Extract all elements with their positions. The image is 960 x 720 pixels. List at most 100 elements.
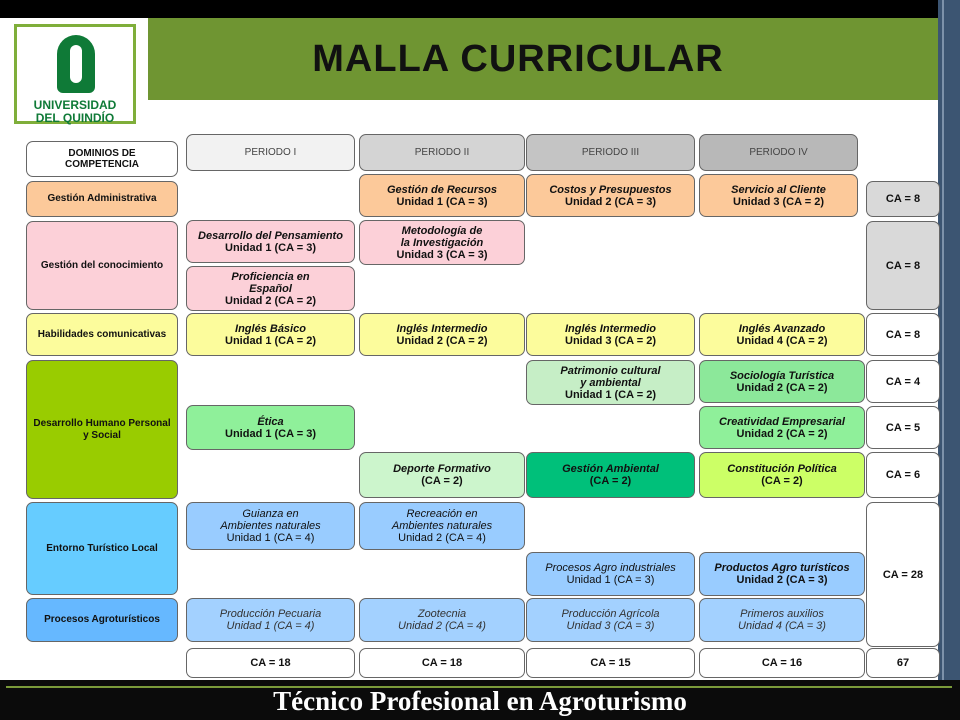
course-name: Productos Agro turísticos — [714, 562, 850, 574]
course-name: Producción Agrícola — [561, 608, 660, 620]
course-name-line2: Ambientes naturales — [220, 520, 321, 532]
dominio-procesos-agroturisticos: Procesos Agroturísticos — [26, 598, 178, 642]
course-unit: Unidad 1 (CA = 2) — [225, 334, 316, 347]
course-unit: Unidad 2 (CA = 2) — [736, 427, 828, 440]
course-zootecnia: Zootecnia Unidad 2 (CA = 4) — [359, 598, 525, 642]
dominio-gestion-conocimiento: Gestión del conocimiento — [26, 221, 178, 310]
course-name: Gestión Ambiental — [562, 463, 659, 475]
page-title: MALLA CURRICULAR — [312, 38, 724, 80]
course-proficiencia-espanol: Proficiencia en Español Unidad 2 (CA = 2… — [186, 266, 355, 311]
dominio-desarrollo-humano: Desarrollo Humano Personal y Social — [26, 360, 178, 499]
right-strip — [938, 0, 960, 690]
period-header-2: PERIODO II — [359, 134, 525, 171]
course-unit: Unidad 4 (CA = 3) — [738, 620, 826, 632]
course-name: Gestión de Recursos — [386, 183, 498, 196]
course-name-line2: Español — [249, 282, 292, 295]
logo-line2: DEL QUINDÍO — [35, 111, 115, 125]
course-name-line1: Guianza en — [242, 508, 299, 520]
footer-title: Técnico Profesional en Agroturismo — [273, 686, 687, 716]
course-recreacion: Recreación en Ambientes naturales Unidad… — [359, 502, 525, 550]
period-header-4: PERIODO IV — [699, 134, 858, 171]
course-unit: (CA = 2) — [589, 475, 632, 487]
dominio-entorno-turistico: Entorno Turístico Local — [26, 502, 178, 595]
course-guianza: Guianza en Ambientes naturales Unidad 1 … — [186, 502, 355, 550]
course-desarrollo-pensamiento: Desarrollo del Pensamiento Unidad 1 (CA … — [186, 220, 355, 263]
course-name-line1: Recreación en — [406, 508, 478, 520]
course-unit: Unidad 1 (CA = 4) — [226, 620, 315, 632]
course-name: Inglés Intermedio — [396, 322, 488, 335]
course-unit: Unidad 2 (CA = 3) — [736, 574, 828, 586]
course-name: Servicio al Cliente — [731, 183, 826, 196]
course-unit: Unidad 2 (CA = 4) — [398, 532, 486, 544]
course-name-line1: Patrimonio cultural — [560, 364, 661, 377]
course-unit: Unidad 2 (CA = 2) — [396, 334, 488, 347]
course-unit: Unidad 2 (CA = 2) — [736, 381, 828, 394]
course-name-line2: y ambiental — [580, 376, 641, 389]
course-ingles-basico: Inglés Básico Unidad 1 (CA = 2) — [186, 313, 355, 356]
logo-emblem — [57, 35, 95, 93]
course-unit: Unidad 2 (CA = 4) — [398, 620, 486, 632]
course-unit: Unidad 1 (CA = 3) — [225, 241, 316, 254]
course-name-line2: la Investigación — [400, 236, 484, 249]
course-name: Inglés Avanzado — [738, 322, 826, 335]
course-unit: Unidad 3 (CA = 3) — [566, 620, 655, 632]
course-unit: Unidad 1 (CA = 2) — [565, 388, 656, 401]
course-gestion-recursos: Gestión de Recursos Unidad 1 (CA = 3) — [359, 174, 525, 217]
dominio-gestion-administrativa: Gestión Administrativa — [26, 181, 178, 217]
course-productos-agro-turisticos: Productos Agro turísticos Unidad 2 (CA =… — [699, 552, 865, 596]
course-ingles-intermedio-2: Inglés Intermedio Unidad 2 (CA = 2) — [359, 313, 525, 356]
course-name: Inglés Intermedio — [564, 322, 657, 335]
course-deporte-formativo: Deporte Formativo (CA = 2) — [359, 452, 525, 498]
course-unit: Unidad 1 (CA = 3) — [566, 574, 655, 586]
row-total-humano-1: CA = 4 — [866, 360, 940, 403]
header-banner — [148, 18, 948, 100]
course-name: Deporte Formativo — [393, 463, 491, 475]
course-name: Producción Pecuaria — [219, 608, 322, 620]
course-unit: Unidad 4 (CA = 2) — [736, 334, 828, 347]
column-total-periodo-1: CA = 18 — [186, 648, 355, 678]
logo-line1: UNIVERSIDAD — [33, 98, 117, 112]
period-header-3: PERIODO III — [526, 134, 695, 171]
course-produccion-agricola: Producción Agrícola Unidad 3 (CA = 3) — [526, 598, 695, 642]
course-produccion-pecuaria: Producción Pecuaria Unidad 1 (CA = 4) — [186, 598, 355, 642]
course-unit: Unidad 2 (CA = 3) — [565, 195, 656, 208]
row-total-humano-2: CA = 5 — [866, 406, 940, 449]
course-name: Creatividad Empresarial — [719, 415, 845, 428]
course-unit: Unidad 2 (CA = 2) — [225, 294, 316, 307]
course-name: Costos y Presupuestos — [549, 183, 672, 196]
course-unit: (CA = 2) — [761, 475, 803, 487]
course-ingles-avanzado: Inglés Avanzado Unidad 4 (CA = 2) — [699, 313, 865, 356]
footer-divider — [6, 686, 952, 688]
dominios-header: DOMINIOS DE COMPETENCIA — [26, 141, 178, 177]
dominio-habilidades-comunicativas: Habilidades comunicativas — [26, 313, 178, 356]
course-name: Sociología Turística — [729, 369, 835, 382]
course-sociologia-turistica: Sociología Turística Unidad 2 (CA = 2) — [699, 360, 865, 403]
period-header-1: PERIODO I — [186, 134, 355, 171]
column-total-periodo-2: CA = 18 — [359, 648, 525, 678]
course-unit: Unidad 3 (CA = 2) — [733, 195, 824, 208]
course-primeros-auxilios: Primeros auxilios Unidad 4 (CA = 3) — [699, 598, 865, 642]
row-total-conocimiento: CA = 8 — [866, 221, 940, 310]
course-name-line1: Metodología de — [401, 224, 483, 237]
course-constitucion-politica: Constitución Política (CA = 2) — [699, 452, 865, 498]
course-name: Inglés Básico — [235, 322, 306, 335]
course-servicio-cliente: Servicio al Cliente Unidad 3 (CA = 2) — [699, 174, 858, 217]
course-unit: Unidad 1 (CA = 3) — [225, 427, 316, 440]
logo-frame: UNIVERSIDAD DEL QUINDÍO — [14, 24, 136, 125]
column-total-periodo-3: CA = 15 — [526, 648, 695, 678]
top-bar — [0, 0, 960, 18]
course-metodologia-investigacion: Metodología de la Investigación Unidad 3… — [359, 220, 525, 265]
row-total-entorno-procesos: CA = 28 — [866, 502, 940, 647]
course-name: Ética — [257, 415, 284, 428]
course-name: Zootecnia — [417, 608, 467, 620]
course-unit: Unidad 1 (CA = 3) — [396, 195, 488, 208]
course-unit: Unidad 3 (CA = 3) — [396, 248, 488, 261]
course-patrimonio-cultural: Patrimonio cultural y ambiental Unidad 1… — [526, 360, 695, 405]
course-name: Constitución Política — [727, 463, 837, 475]
course-creatividad-empresarial: Creatividad Empresarial Unidad 2 (CA = 2… — [699, 406, 865, 449]
university-logo: UNIVERSIDAD DEL QUINDÍO — [0, 18, 148, 130]
course-unit: Unidad 3 (CA = 2) — [565, 334, 656, 347]
course-costos-presupuestos: Costos y Presupuestos Unidad 2 (CA = 3) — [526, 174, 695, 217]
course-procesos-agro-industriales: Procesos Agro industriales Unidad 1 (CA … — [526, 552, 695, 596]
row-total-admin: CA = 8 — [866, 181, 940, 217]
